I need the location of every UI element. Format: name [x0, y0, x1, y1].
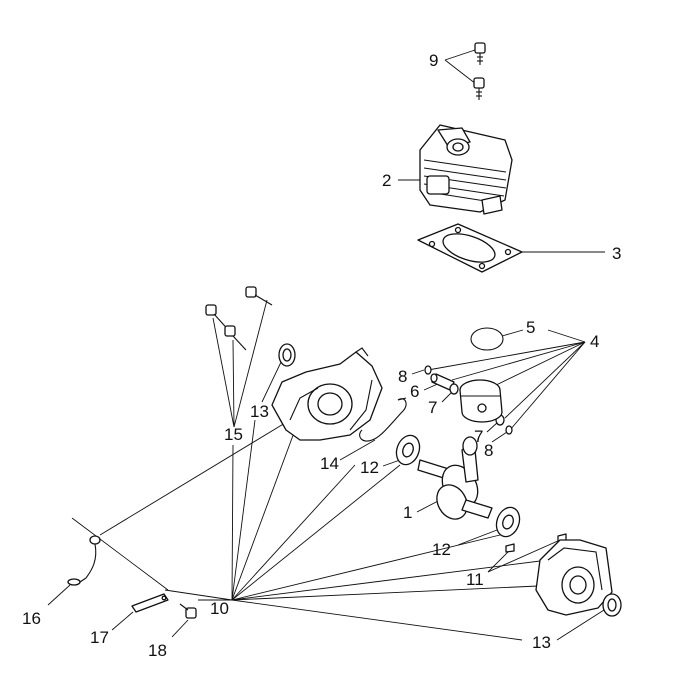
main-bearing-upper: [395, 434, 421, 466]
crankcase-screw-3: [245, 286, 273, 306]
callout-9: 9: [429, 51, 438, 70]
callout-10: 10: [210, 599, 229, 618]
callout-7-upper: 7: [428, 398, 437, 417]
callout-17: 17: [90, 628, 109, 647]
crankcase-right: [535, 539, 613, 616]
spacer-plate: [131, 593, 169, 613]
crankshaft: [417, 436, 493, 520]
leader-lines: [47, 49, 605, 641]
piston-washer-upper: [449, 383, 459, 395]
circlip-upper: [424, 365, 432, 375]
cylinder-gasket: [417, 223, 523, 273]
oil-seal-upper: [278, 343, 296, 367]
callout-13-upper: 13: [250, 402, 269, 421]
cylinder-bolt-lower: [473, 77, 485, 100]
callout-8-lower: 8: [484, 441, 493, 460]
cylinder-bolt-upper: [474, 42, 486, 65]
callout-12-lower: 12: [432, 540, 451, 559]
plate-screw: [179, 603, 197, 619]
piston: [459, 379, 503, 423]
callout-13-lower: 13: [532, 633, 551, 652]
callout-labels: 9 2 3 5 4 8 6 7 7 8 13 15 14 12 1 12 11 …: [22, 51, 621, 660]
callout-8-upper: 8: [398, 367, 407, 386]
circlip-lower: [505, 425, 513, 435]
callout-15: 15: [224, 425, 243, 444]
callout-4: 4: [590, 332, 599, 351]
crankcase-left: [271, 347, 383, 441]
callout-1: 1: [403, 503, 412, 522]
crankcase-screw-2: [224, 325, 247, 351]
piston-ring: [470, 327, 504, 351]
wire-clip: [359, 397, 407, 442]
callout-16: 16: [22, 609, 41, 628]
cylinder: [419, 124, 513, 215]
dowel-pin-a: [505, 543, 515, 553]
callout-2: 2: [382, 171, 391, 190]
callout-18: 18: [148, 641, 167, 660]
main-bearing-lower: [495, 506, 521, 538]
callout-3: 3: [612, 244, 621, 263]
callout-6: 6: [410, 382, 419, 401]
ground-wire: [67, 535, 101, 586]
callout-5: 5: [526, 318, 535, 337]
callout-12-upper: 12: [360, 458, 379, 477]
callout-7-lower: 7: [474, 427, 483, 446]
oil-seal-lower: [602, 593, 622, 617]
callout-14: 14: [320, 454, 339, 473]
callout-11: 11: [466, 570, 484, 589]
